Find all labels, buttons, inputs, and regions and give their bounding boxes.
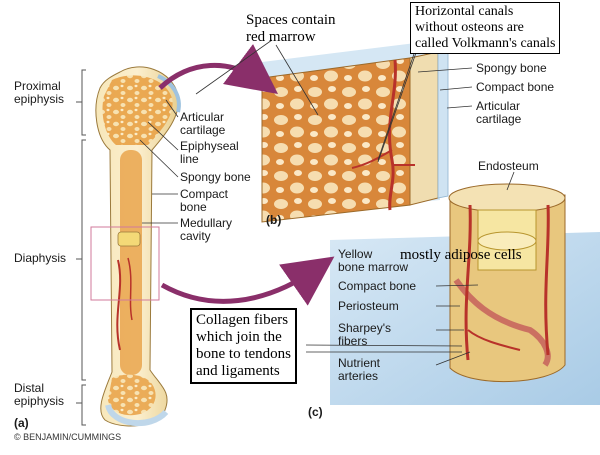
arrow-to-panel-c	[160, 256, 335, 306]
compact-bone-label: Compact bone	[180, 187, 229, 214]
yellow-marrow-label: Yellow bone marrow	[338, 247, 409, 274]
panel-c-tag: (c)	[308, 405, 323, 419]
nutrient-arteries-label: Nutrient arteries	[338, 356, 381, 383]
long-bone	[95, 66, 181, 427]
panel-c-compact-label: Compact bone	[338, 279, 417, 293]
red-marrow-annotation: Spaces contain red marrow	[246, 12, 336, 45]
panel-b-compact-label: Compact bone	[476, 80, 555, 94]
panel-b-tag: (b)	[266, 213, 282, 227]
endosteum-label: Endosteum	[478, 159, 539, 173]
adipose-cells-annotation: mostly adipose cells	[400, 247, 522, 263]
arrow-to-panel-b	[158, 44, 279, 94]
volkmann-canals-annotation: Horizontal canals without osteons are ca…	[410, 2, 561, 54]
diaphysis-label: Diaphysis	[14, 251, 67, 265]
articular-cartilage-label: Articular cartilage	[180, 110, 226, 137]
distal-epiphysis-label: Distal epiphysis	[14, 381, 65, 408]
proximal-epiphysis-label: Proximal epiphysis	[14, 79, 65, 106]
panel-b-spongy-label: Spongy bone	[476, 61, 547, 75]
leader-lines	[139, 39, 515, 366]
diaphysis-highlight-box	[90, 226, 160, 301]
spongy-bone-block	[261, 49, 449, 223]
periosteum-label: Periosteum	[338, 299, 399, 313]
sharpeys-fibers-label: Sharpey's fibers	[338, 321, 391, 348]
copyright-credit: © BENJAMIN/CUMMINGS	[14, 432, 122, 442]
panel-b-articular-label: Articular cartilage	[476, 99, 522, 126]
panel-a-tag: (a)	[14, 416, 29, 430]
compact-bone-cylinder	[448, 183, 566, 382]
epiphyseal-line-label: Epiphyseal line	[180, 139, 239, 166]
region-brackets	[76, 69, 86, 426]
spongy-bone-label: Spongy bone	[180, 170, 251, 184]
collagen-fibers-annotation: Collagen fibers which join the bone to t…	[190, 308, 297, 384]
medullary-cavity-label: Medullary cavity	[180, 216, 233, 243]
